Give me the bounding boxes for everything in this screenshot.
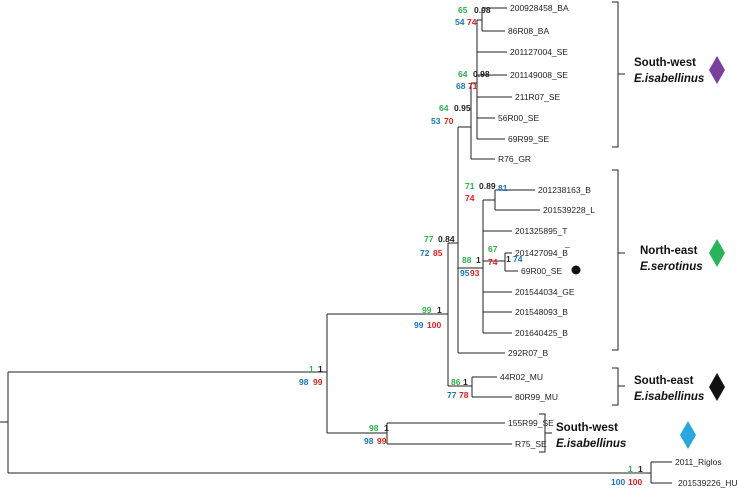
leaf-label: 69R99_SE	[508, 134, 549, 144]
support-green: 86	[451, 377, 461, 387]
clade-labels: South-west E.isabellinus North-east E.se…	[556, 56, 725, 450]
tree-branches	[0, 7, 672, 484]
green-diamond-icon	[709, 239, 725, 267]
leaf-label: 201127004_SE	[510, 47, 568, 57]
clade-title-southwest: South-west	[634, 57, 696, 69]
support-green: 77	[424, 234, 434, 244]
leaf-label: 69R00_SE	[521, 266, 562, 276]
support-red: 70	[444, 116, 454, 126]
clade-species-northeast: E.serotinus	[640, 261, 703, 273]
support-posterior: 1	[506, 254, 511, 264]
leaf-label: 2011_Riglos	[675, 457, 722, 467]
clade-title-northeast: North-east	[640, 245, 698, 257]
leaf-label: 155R99_SE	[508, 418, 554, 428]
support-blue: 53	[431, 116, 441, 126]
support-red: 78	[459, 390, 469, 400]
support-posterior: 1	[463, 377, 468, 387]
clade-species-southwest2: E.isabellinus	[556, 438, 626, 450]
bracket-southeast	[612, 367, 625, 406]
support-green: 98	[369, 423, 379, 433]
support-posterior: 0.95	[454, 103, 471, 113]
leaf-label: 44R02_MU	[500, 372, 543, 382]
support-green: 1	[628, 464, 633, 474]
support-red: 74	[465, 193, 475, 203]
dash-mark: _	[564, 238, 570, 248]
leaf-label: 86R08_BA	[508, 26, 549, 36]
clade-title-southeast: South-east	[634, 375, 694, 387]
support-posterior: 0.84	[438, 234, 455, 244]
leaf-label: 201238163_B	[538, 185, 591, 195]
leaf-labels: 200928458_BA 86R08_BA 201127004_SE 20114…	[498, 3, 738, 488]
leaf-label: 201539228_L	[543, 205, 595, 215]
support-blue: 54	[455, 17, 465, 27]
leaf-label: 292R07_B	[508, 348, 549, 358]
support-green: 99	[422, 305, 432, 315]
bracket-southwest2	[539, 413, 552, 453]
leaf-label: 211R07_SE	[515, 92, 561, 102]
leaf-label: 201325895_T	[515, 226, 567, 236]
leaf-label: 201640425_B	[515, 328, 568, 338]
leaf-label: 80R99_MU	[515, 392, 558, 402]
cyan-diamond-icon	[680, 421, 696, 449]
leaf-label: 201149008_SE	[510, 70, 568, 80]
support-blue: 77	[447, 390, 457, 400]
bracket-southwest	[612, 1, 625, 148]
ba-vertical	[477, 8, 483, 31]
clade-species-southeast: E.isabellinus	[634, 391, 704, 403]
support-blue: 68	[456, 81, 466, 91]
support-green: 1	[309, 364, 314, 374]
bracket-northeast	[612, 169, 625, 351]
support-blue: 95	[460, 268, 470, 278]
support-red: 74	[467, 17, 477, 27]
leaf-label: 200928458_BA	[510, 3, 569, 13]
support-posterior: 1	[437, 305, 442, 315]
support-blue: 81	[498, 183, 508, 193]
support-red: 71	[468, 81, 478, 91]
highlight-dot-icon	[571, 265, 581, 275]
leaf-label: 56R00_SE	[498, 113, 539, 123]
support-posterior: 1	[638, 464, 643, 474]
support-posterior: 0.98	[473, 69, 490, 79]
leaf-label: 201548093_B	[515, 307, 568, 317]
support-blue: 74	[513, 254, 523, 264]
support-green: 67	[488, 244, 498, 254]
support-red: 93	[470, 268, 480, 278]
support-red: 100	[427, 320, 441, 330]
leaf-label: R76_GR	[498, 154, 531, 164]
support-blue: 72	[420, 248, 430, 258]
support-blue: 98	[364, 436, 374, 446]
support-red: 99	[377, 436, 387, 446]
support-green: 88	[462, 255, 472, 265]
support-blue: 98	[299, 377, 309, 387]
support-red: 85	[433, 248, 443, 258]
support-values: 65 0.98 54 74 64 0.98 68 71 64 0.95 53 7…	[299, 5, 643, 487]
support-posterior: 0.89	[479, 181, 496, 191]
clade-brackets	[539, 1, 625, 453]
purple-diamond-icon	[709, 56, 725, 84]
clade-title-southwest2: South-west	[556, 422, 618, 434]
support-red: 100	[628, 477, 642, 487]
support-green: 64	[439, 103, 449, 113]
leaf-label: 201539226_HU	[678, 478, 738, 488]
black-diamond-icon	[709, 373, 725, 401]
support-green: 65	[458, 5, 468, 15]
support-posterior: 1	[318, 364, 323, 374]
support-red: 99	[313, 377, 323, 387]
support-green: 64	[458, 69, 468, 79]
leaf-label: 201427094_B	[515, 248, 568, 258]
leaf-label: R75_SE	[515, 439, 547, 449]
support-blue: 100	[611, 477, 625, 487]
support-red: 74	[488, 257, 498, 267]
support-green: 71	[465, 181, 475, 191]
support-posterior: 0.98	[474, 5, 491, 15]
support-blue: 99	[414, 320, 424, 330]
clade-species-southwest: E.isabellinus	[634, 73, 704, 85]
support-posterior: 1	[476, 255, 481, 265]
support-posterior: 1	[384, 423, 389, 433]
leaf-label: 201544034_GE	[515, 287, 575, 297]
